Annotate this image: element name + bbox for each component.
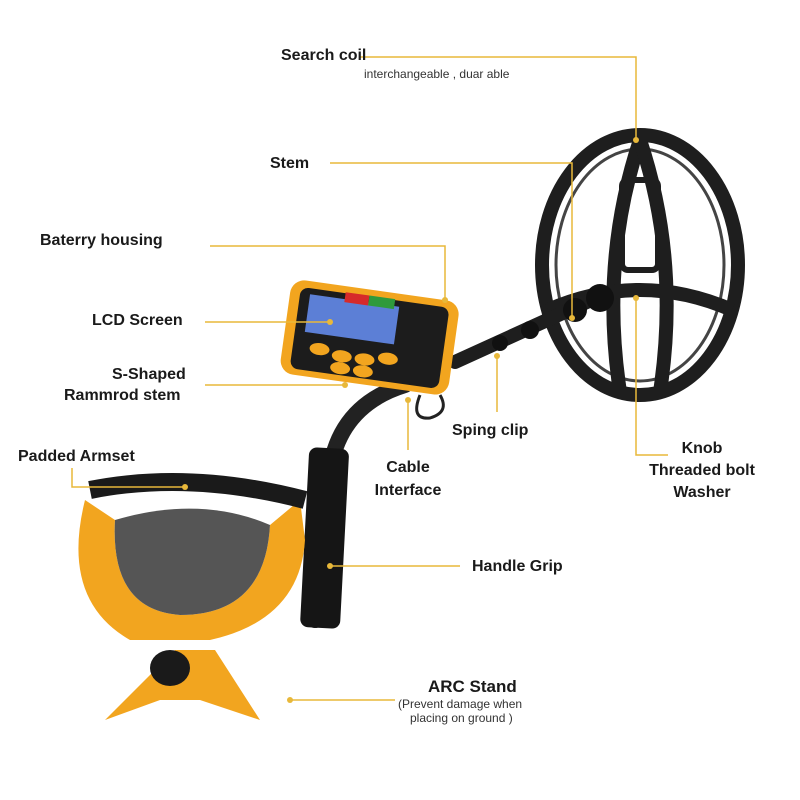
- label-handle-grip: Handle Grip: [472, 558, 563, 575]
- label-battery-housing: Baterry housing: [40, 232, 163, 249]
- label-washer: Washer: [673, 484, 731, 501]
- label-s-shaped-2: Rammrod stem: [64, 387, 181, 404]
- label-arc-stand: ARC Stand: [428, 677, 517, 696]
- label-lcd-screen: LCD Screen: [92, 312, 183, 329]
- label-s-shaped-1: S-Shaped: [112, 366, 186, 383]
- control-box: [280, 280, 459, 395]
- lcd-screen: [304, 294, 400, 345]
- label-knob: Knob: [681, 440, 723, 457]
- search-coil: [535, 128, 745, 402]
- label-search-coil: Search coil: [281, 47, 367, 64]
- handle-grip: [300, 447, 349, 629]
- label-spring-clip: Sping clip: [452, 422, 529, 439]
- label-cable-2: Interface: [374, 482, 442, 499]
- stem: [448, 284, 614, 369]
- cable: [415, 394, 445, 420]
- label-padded-armset: Padded Armset: [18, 448, 135, 465]
- label-arc-sub-2: placing on ground ): [410, 711, 513, 725]
- label-cable-1: Cable: [386, 459, 430, 476]
- label-threaded-bolt: Threaded bolt: [649, 462, 755, 479]
- leader-lines: [71, 56, 668, 701]
- arc-stand: [105, 650, 260, 720]
- label-arc-sub-1: (Prevent damage when: [398, 697, 523, 711]
- label-stem: Stem: [270, 155, 310, 172]
- label-search-coil-sub: interchangeable , duar able: [364, 67, 510, 81]
- armrest: [78, 473, 308, 640]
